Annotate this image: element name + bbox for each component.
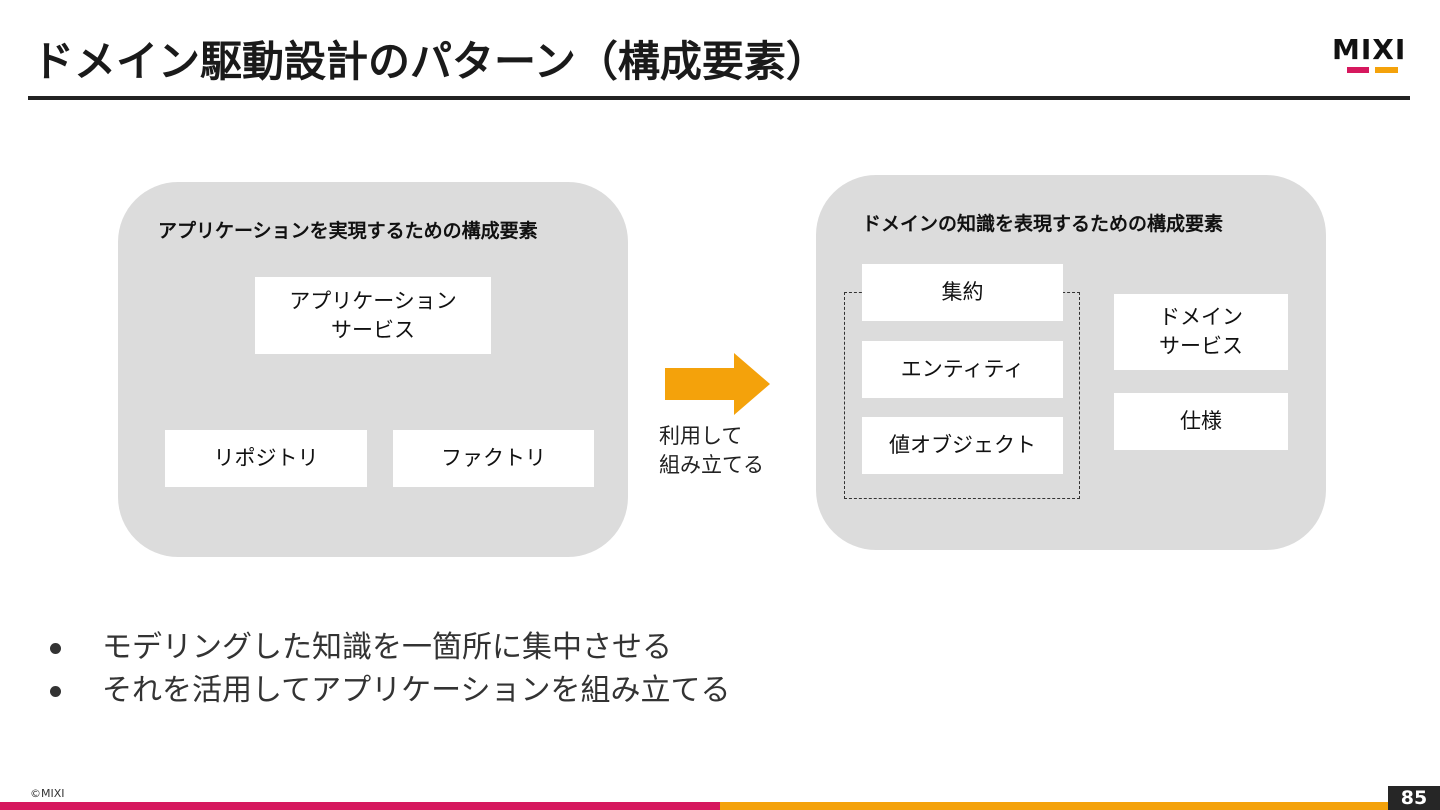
application-components-panel — [118, 182, 628, 557]
domain-service-box: ドメイン サービス — [1114, 294, 1288, 370]
application-service-box: アプリケーション サービス — [255, 277, 491, 354]
aggregate-box: 集約 — [862, 264, 1063, 321]
footer-bar-pink — [0, 802, 720, 810]
factory-box: ファクトリ — [393, 430, 594, 487]
right-arrow-icon — [665, 353, 770, 415]
page-number: 85 — [1388, 786, 1440, 810]
bullet-item: それを活用してアプリケーションを組み立てる — [44, 669, 731, 712]
bullet-item: モデリングした知識を一箇所に集中させる — [44, 626, 731, 669]
slide-title: ドメイン駆動設計のパターン（構成要素） — [32, 37, 828, 86]
arrow-label: 利用して 組み立てる — [659, 424, 764, 477]
logo-orange-bar — [1375, 67, 1398, 73]
application-components-heading: アプリケーションを実現するための構成要素 — [158, 220, 538, 242]
bullet-dot — [50, 643, 61, 654]
logo-pink-bar — [1347, 67, 1369, 73]
logo-text: MIXI — [1332, 33, 1407, 66]
bullet-dot — [50, 686, 61, 697]
bullet-text: モデリングした知識を一箇所に集中させる — [102, 630, 672, 665]
footer-bar-orange — [720, 802, 1388, 810]
value-object-box: 値オブジェクト — [862, 417, 1063, 474]
bullet-list: モデリングした知識を一箇所に集中させる それを活用してアプリケーションを組み立て… — [44, 626, 731, 712]
bullet-text: それを活用してアプリケーションを組み立てる — [102, 673, 731, 708]
copyright: ©MIXI — [30, 787, 65, 800]
specification-box: 仕様 — [1114, 393, 1288, 450]
repository-box: リポジトリ — [165, 430, 367, 487]
mixi-logo: MIXI — [1332, 36, 1412, 76]
title-underline — [28, 96, 1410, 100]
entity-box: エンティティ — [862, 341, 1063, 398]
domain-knowledge-heading: ドメインの知識を表現するための構成要素 — [862, 213, 1224, 235]
